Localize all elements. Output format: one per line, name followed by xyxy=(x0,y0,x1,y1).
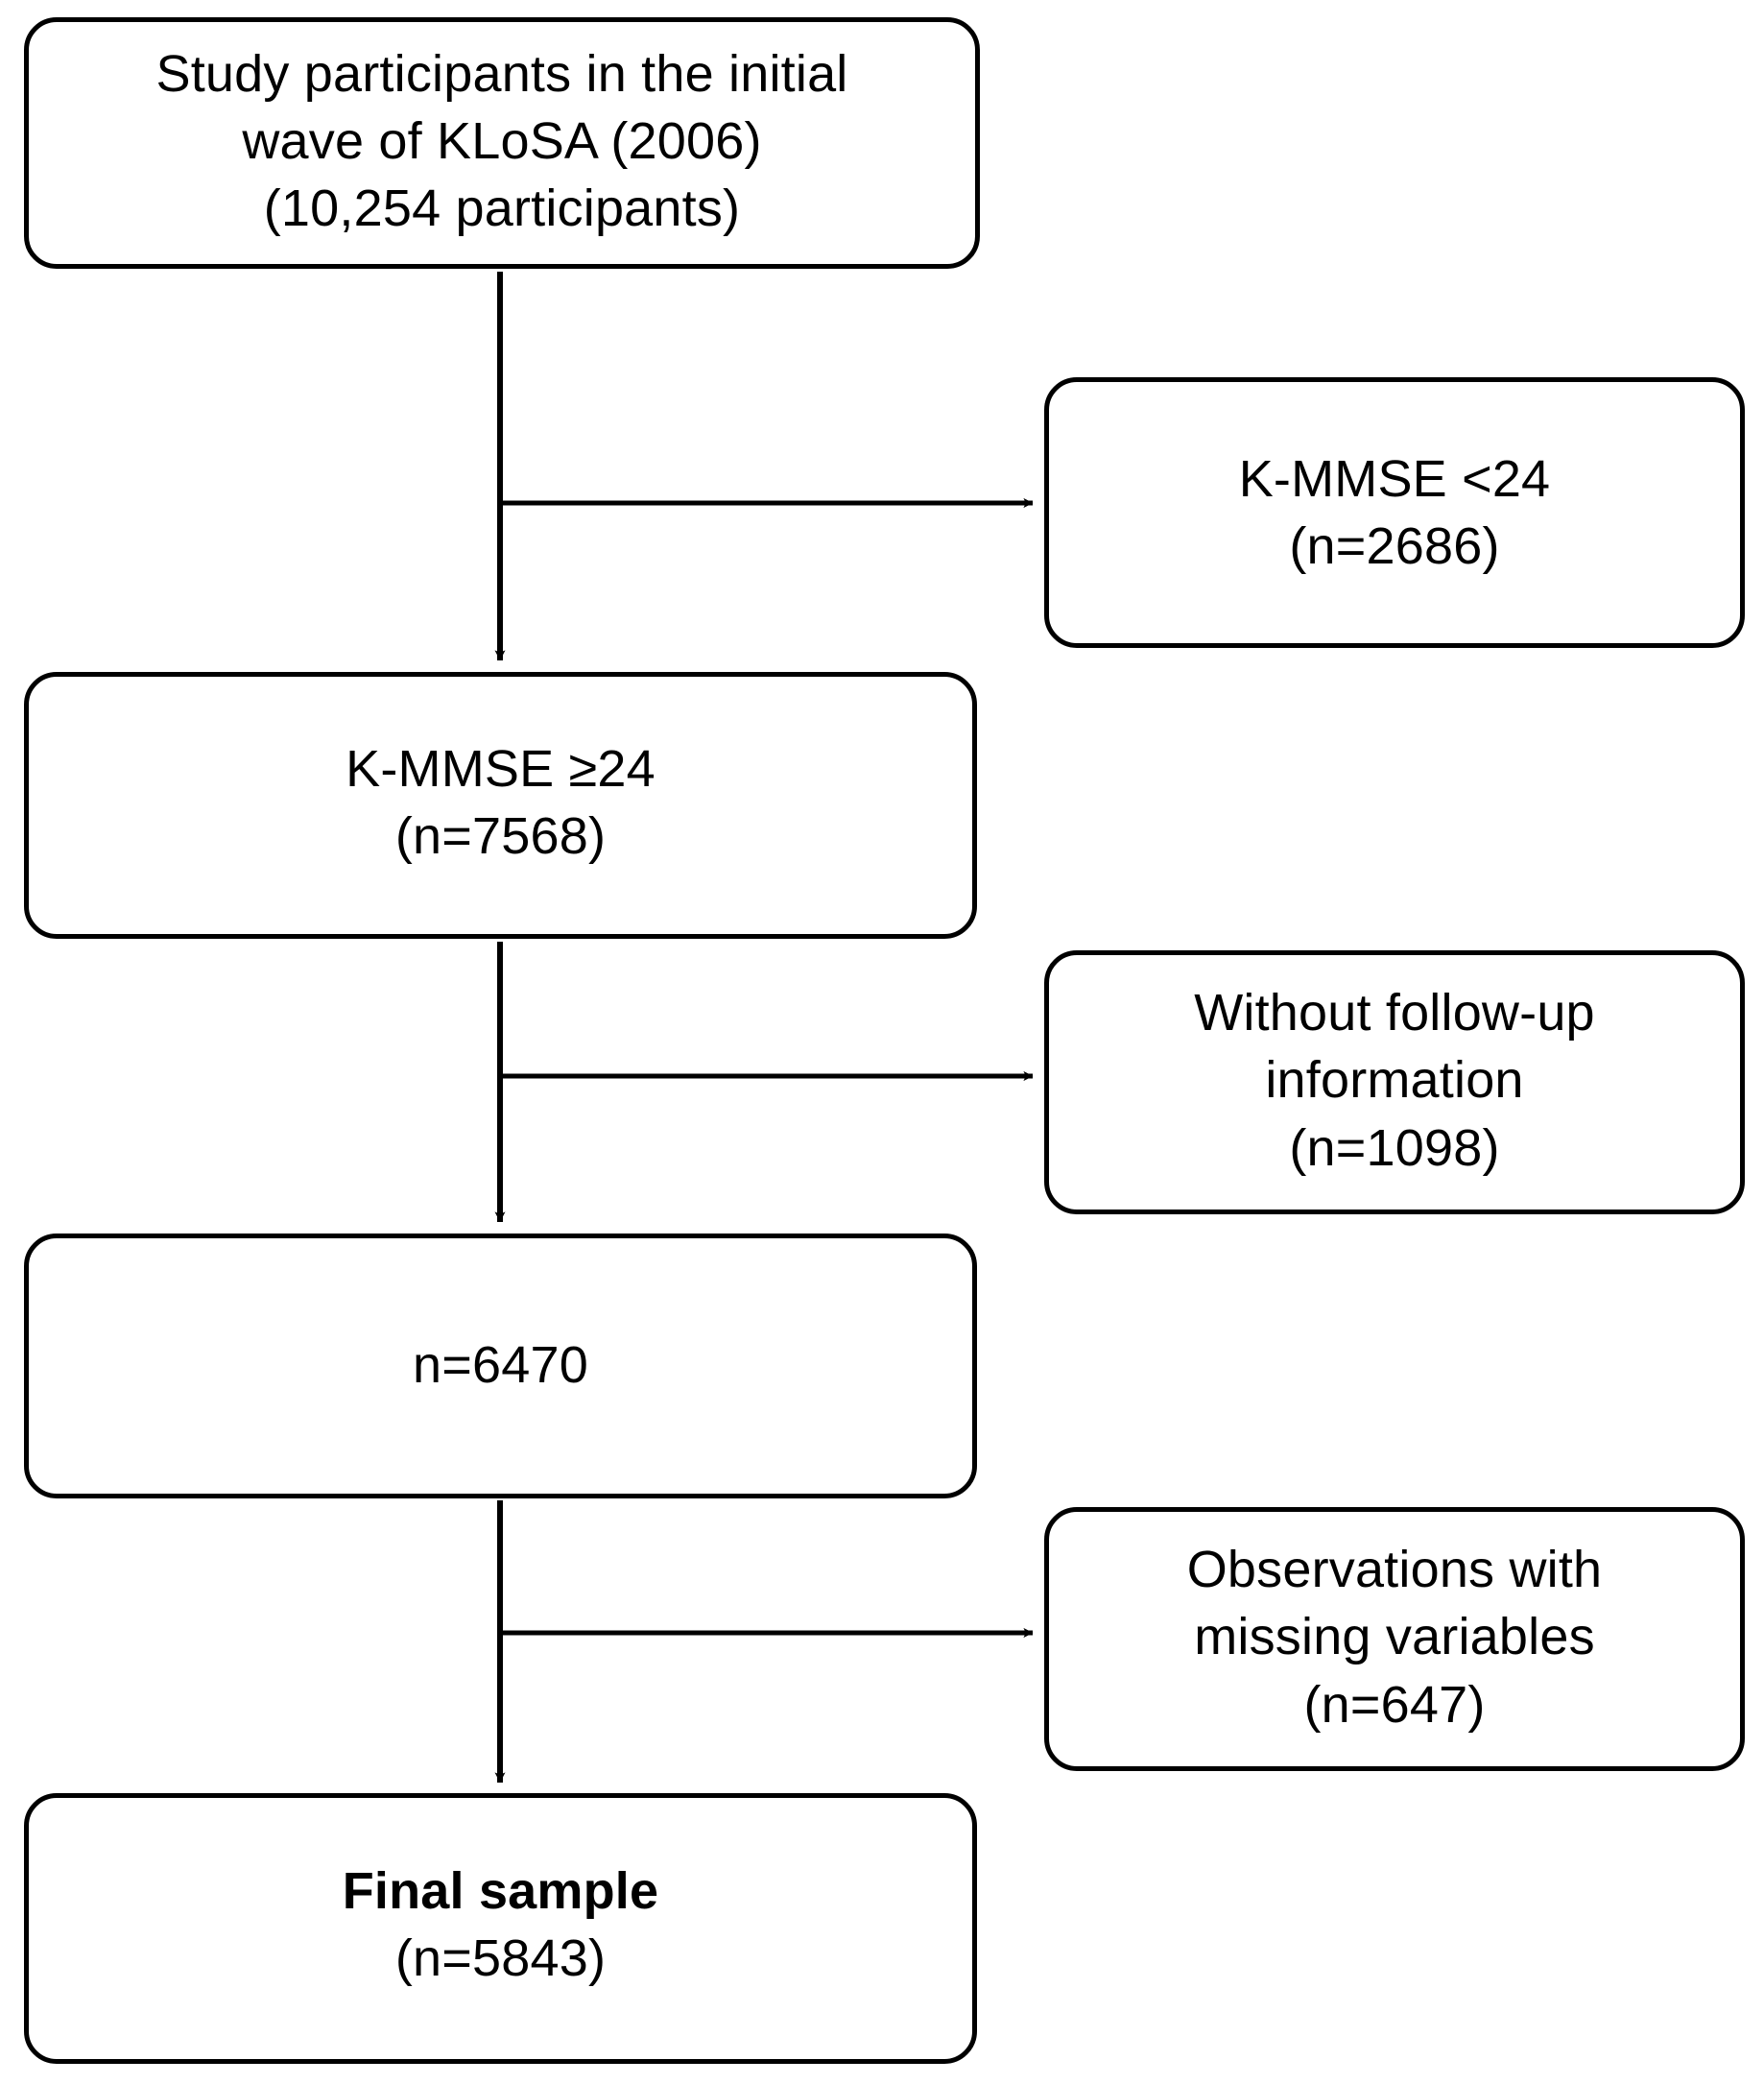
node-initial-line-1: Study participants in the initial xyxy=(155,44,848,103)
node-mmse-lt24-excluded: K-MMSE <24 (n=2686) xyxy=(1044,377,1745,648)
node-mmse-lt24-line-2: (n=2686) xyxy=(1289,517,1500,575)
node-mmse-ge24-line-2: (n=7568) xyxy=(394,807,607,865)
node-initial-participants: Study participants in the initial wave o… xyxy=(24,17,980,269)
node-without-followup-line-2: information xyxy=(1265,1051,1524,1110)
node-mmse-lt24-line-1: K-MMSE <24 xyxy=(1238,449,1551,508)
node-final-sample-line-1: Final sample xyxy=(342,1861,659,1920)
node-without-followup-excluded: Without follow-up information (n=1098) xyxy=(1044,950,1745,1214)
node-missing-variables-excluded: Observations with missing variables (n=6… xyxy=(1044,1507,1745,1771)
node-n6470: n=6470 xyxy=(24,1234,977,1498)
node-final-sample-line-2: (n=5843) xyxy=(394,1929,607,1987)
node-initial-line-2: wave of KLoSA (2006) xyxy=(242,111,762,170)
node-mmse-ge24-line-1: K-MMSE ≥24 xyxy=(346,739,656,798)
node-initial-line-3: (10,254 participants) xyxy=(263,180,741,238)
node-missing-variables-line-1: Observations with xyxy=(1186,1541,1603,1599)
node-mmse-ge24: K-MMSE ≥24 (n=7568) xyxy=(24,672,977,939)
node-final-sample: Final sample (n=5843) xyxy=(24,1793,977,2064)
node-without-followup-line-3: (n=1098) xyxy=(1289,1118,1500,1177)
node-missing-variables-line-2: missing variables xyxy=(1194,1608,1595,1666)
node-n6470-line-1: n=6470 xyxy=(413,1335,588,1394)
node-without-followup-line-1: Without follow-up xyxy=(1194,984,1595,1042)
node-missing-variables-line-3: (n=647) xyxy=(1303,1675,1486,1734)
